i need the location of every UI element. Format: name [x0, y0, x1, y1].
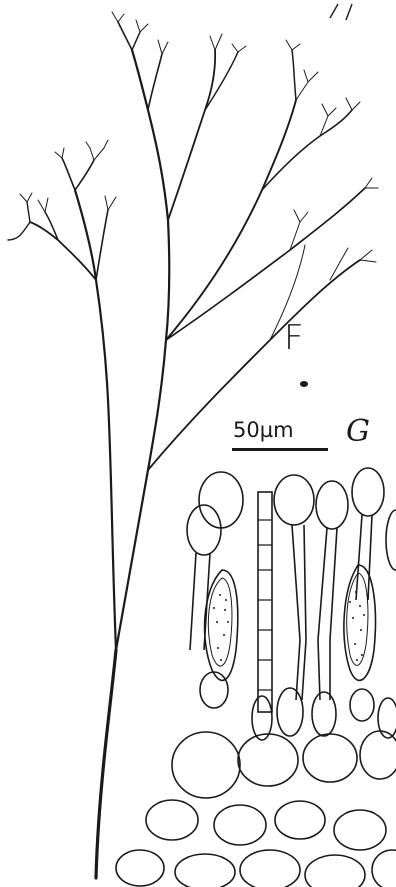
scale-bar-label: 50µm [233, 418, 294, 442]
branching-hypha-drawing [8, 12, 378, 878]
specimen-dot [300, 381, 308, 387]
hymenium-cells-drawing [116, 468, 396, 887]
edge-stroke [330, 4, 352, 20]
figure-label-g: G [346, 414, 370, 449]
figure-label-f: F [284, 318, 304, 358]
scale-bar [232, 448, 328, 451]
